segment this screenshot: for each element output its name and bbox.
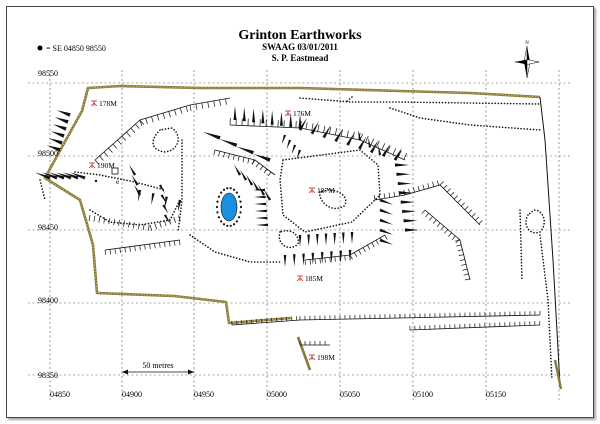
square-marker-icon [111,167,119,175]
point-marker-icon [94,179,98,183]
grid-lines [28,70,570,400]
pond-hachure-ring [215,187,243,227]
spot-height-label: 198M [317,353,335,362]
easting-label: 04850 [50,390,70,399]
spot-height: 178M [90,99,117,108]
northing-label: 98350 [38,371,58,380]
easting-label: 05100 [413,390,433,399]
grid-reference-dot-icon [37,45,43,51]
map-title: Grinton Earthworks [238,28,362,43]
northing-label: 98500 [38,149,58,158]
label-e: e [116,177,120,186]
field-boundary [43,84,541,325]
easting-label: 05000 [267,390,287,399]
spot-heights: 178M 176M 190M 187M 185M 198M [88,99,335,362]
hachure-marks [88,98,541,345]
legend-text: = SE 04850 98550 [46,44,106,53]
northing-label: 98400 [38,296,58,305]
spot-height: 190M [88,161,115,170]
north-label: N [525,41,529,46]
northing-label: 98450 [38,223,58,232]
spot-height: 187M [308,186,335,195]
easting-label: 04950 [194,390,214,399]
northing-label: 98550 [38,69,58,78]
map-subtitle: SWAAG 03/01/2011 [262,42,338,52]
northing-labels: 98550 98500 98450 98400 98350 [38,69,58,380]
easting-label: 04900 [122,390,142,399]
earthwork-dotted-features [39,96,553,381]
spot-height: 198M [308,353,335,362]
spot-height-label: 187M [317,186,335,195]
field-boundary-inner [44,85,541,324]
east-boundary-stub [553,359,563,390]
north-arrow-icon [515,45,540,79]
spot-height-label: 176M [293,109,311,118]
spot-height-label: 178M [99,99,117,108]
east-fence [539,96,561,386]
map-frame [6,6,594,418]
pond [220,192,238,222]
spot-height-label: 185M [305,274,323,283]
earthwork-hachure-lines [94,97,541,346]
scarp-triangles [34,106,419,267]
map-author: S. P. Eastmead [272,53,329,63]
easting-label: 05050 [340,390,360,399]
easting-labels: 04850 04900 04950 05000 05050 05100 05150 [50,390,506,399]
easting-label: 05150 [486,390,506,399]
spot-height: 185M [296,274,323,283]
spot-height-label: 190M [97,161,115,170]
scale-bar [122,369,194,375]
scale-label: 50 metres [142,361,173,370]
spot-height: 176M [284,109,311,118]
